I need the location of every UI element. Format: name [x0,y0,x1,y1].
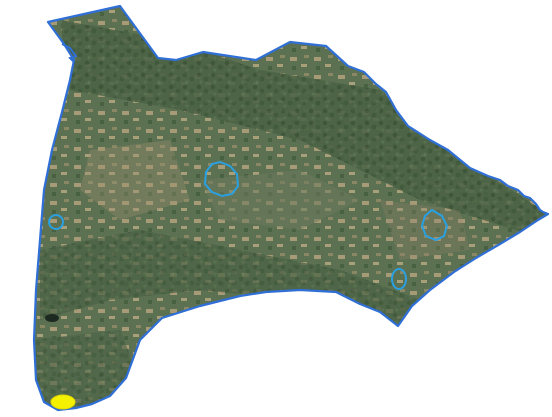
boundary-notch [61,43,78,63]
water-body [45,314,59,322]
town-boundary[interactable] [48,214,64,230]
town-boundary[interactable] [203,160,240,198]
highlighted-parcel[interactable] [50,394,76,410]
county-boundary[interactable] [32,4,550,412]
town-boundary[interactable] [420,208,449,242]
town-boundary[interactable] [391,268,407,290]
